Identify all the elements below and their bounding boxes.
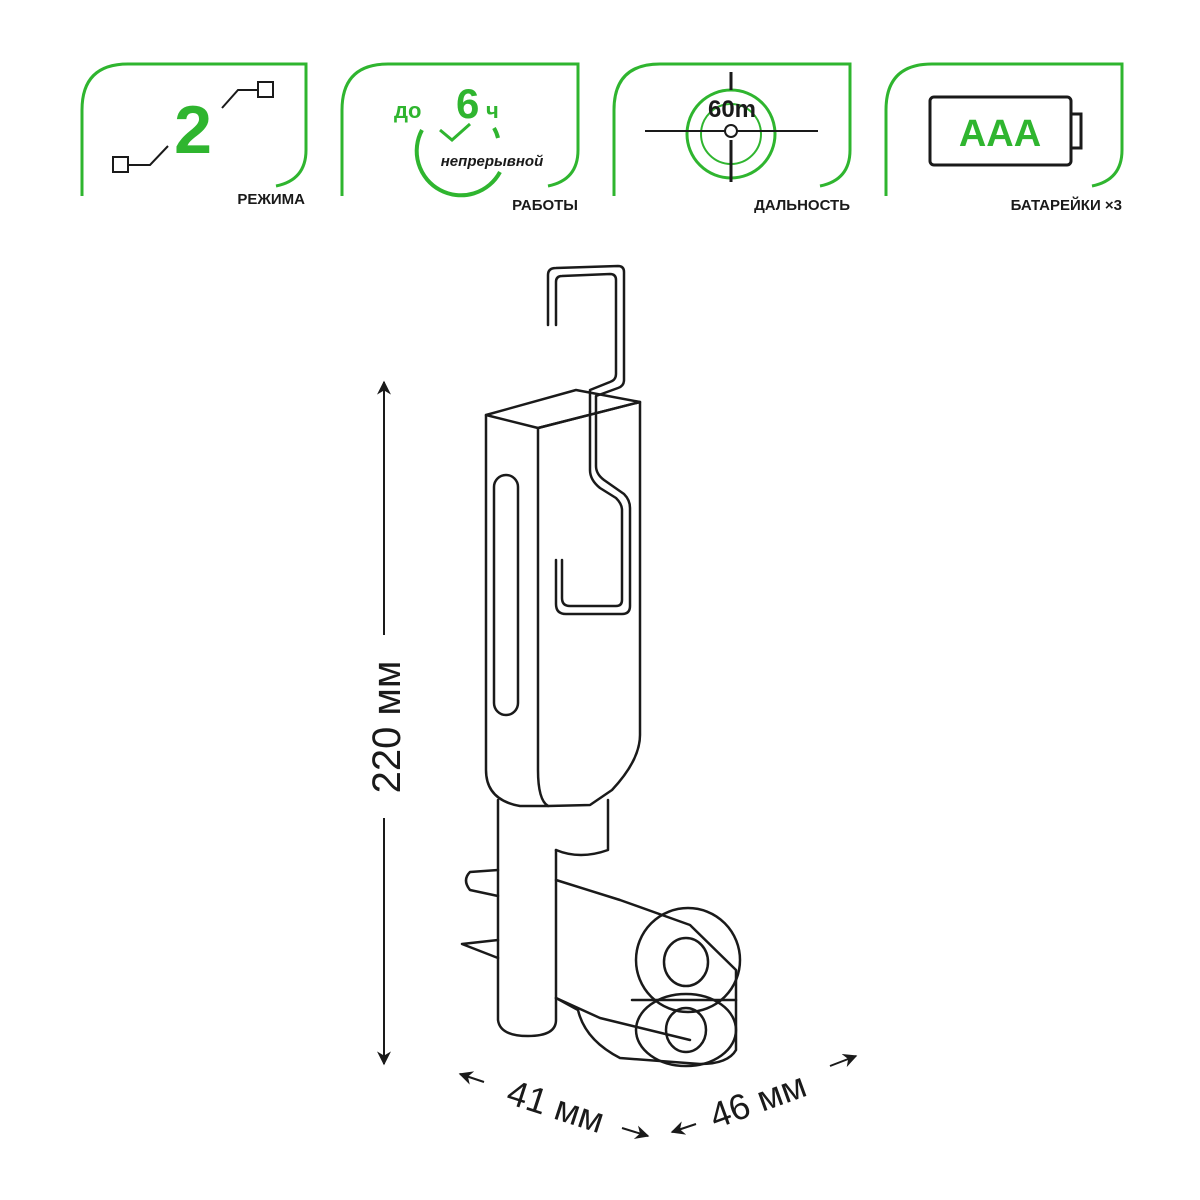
lens-upper [662, 936, 710, 988]
range-label: ДАЛЬНОСТЬ [754, 197, 850, 214]
width-value: 41 мм [502, 1071, 609, 1141]
head-housing [554, 878, 738, 1066]
crosshair-icon [645, 72, 818, 182]
badge-runtime: до 6 ч непрерывной РАБОТЫ [340, 62, 580, 214]
height-value: 220 мм [365, 661, 409, 794]
body-front [484, 413, 550, 808]
top-hook [546, 264, 626, 414]
battery-value: AAA [959, 113, 1041, 155]
fin-upper [464, 868, 500, 898]
modes-label: РЕЖИМА [237, 191, 305, 208]
lens-lower [664, 1006, 708, 1054]
badge-frame [340, 62, 580, 196]
depth-value: 46 мм [704, 1064, 812, 1137]
dimension-height: 220 мм [365, 380, 409, 1066]
rear-hook [560, 410, 624, 608]
badge-frame [884, 62, 1124, 196]
dimension-depth: 46 мм [670, 1053, 858, 1137]
runtime-unit: ч [486, 98, 499, 123]
clock-icon [414, 122, 502, 198]
battery-icon [928, 95, 1083, 167]
modes-value: 2 [174, 92, 212, 168]
badge-range: 60m ДАЛЬНОСТЬ [612, 62, 852, 214]
battery-label: БАТАРЕЙКИ ×3 [1011, 196, 1122, 214]
badge-frame [80, 62, 308, 196]
runtime-sub: непрерывной [441, 153, 544, 170]
body-side [536, 400, 642, 808]
side-slot [492, 473, 520, 717]
runtime-value: 6 [456, 80, 479, 127]
range-value: 60m [708, 96, 756, 123]
badge-frame [612, 62, 852, 196]
work-light-drawing [460, 264, 742, 1068]
modes-icon [112, 81, 274, 173]
badge-modes: 2 РЕЖИМА [80, 62, 308, 208]
runtime-label: РАБОТЫ [512, 197, 578, 214]
dimension-width: 41 мм [458, 1071, 650, 1141]
handle-stem [496, 798, 558, 1038]
badge-battery: AAA БАТАРЕЙКИ ×3 [884, 62, 1124, 214]
runtime-prefix: до [394, 98, 421, 123]
fin-lower [460, 938, 500, 960]
